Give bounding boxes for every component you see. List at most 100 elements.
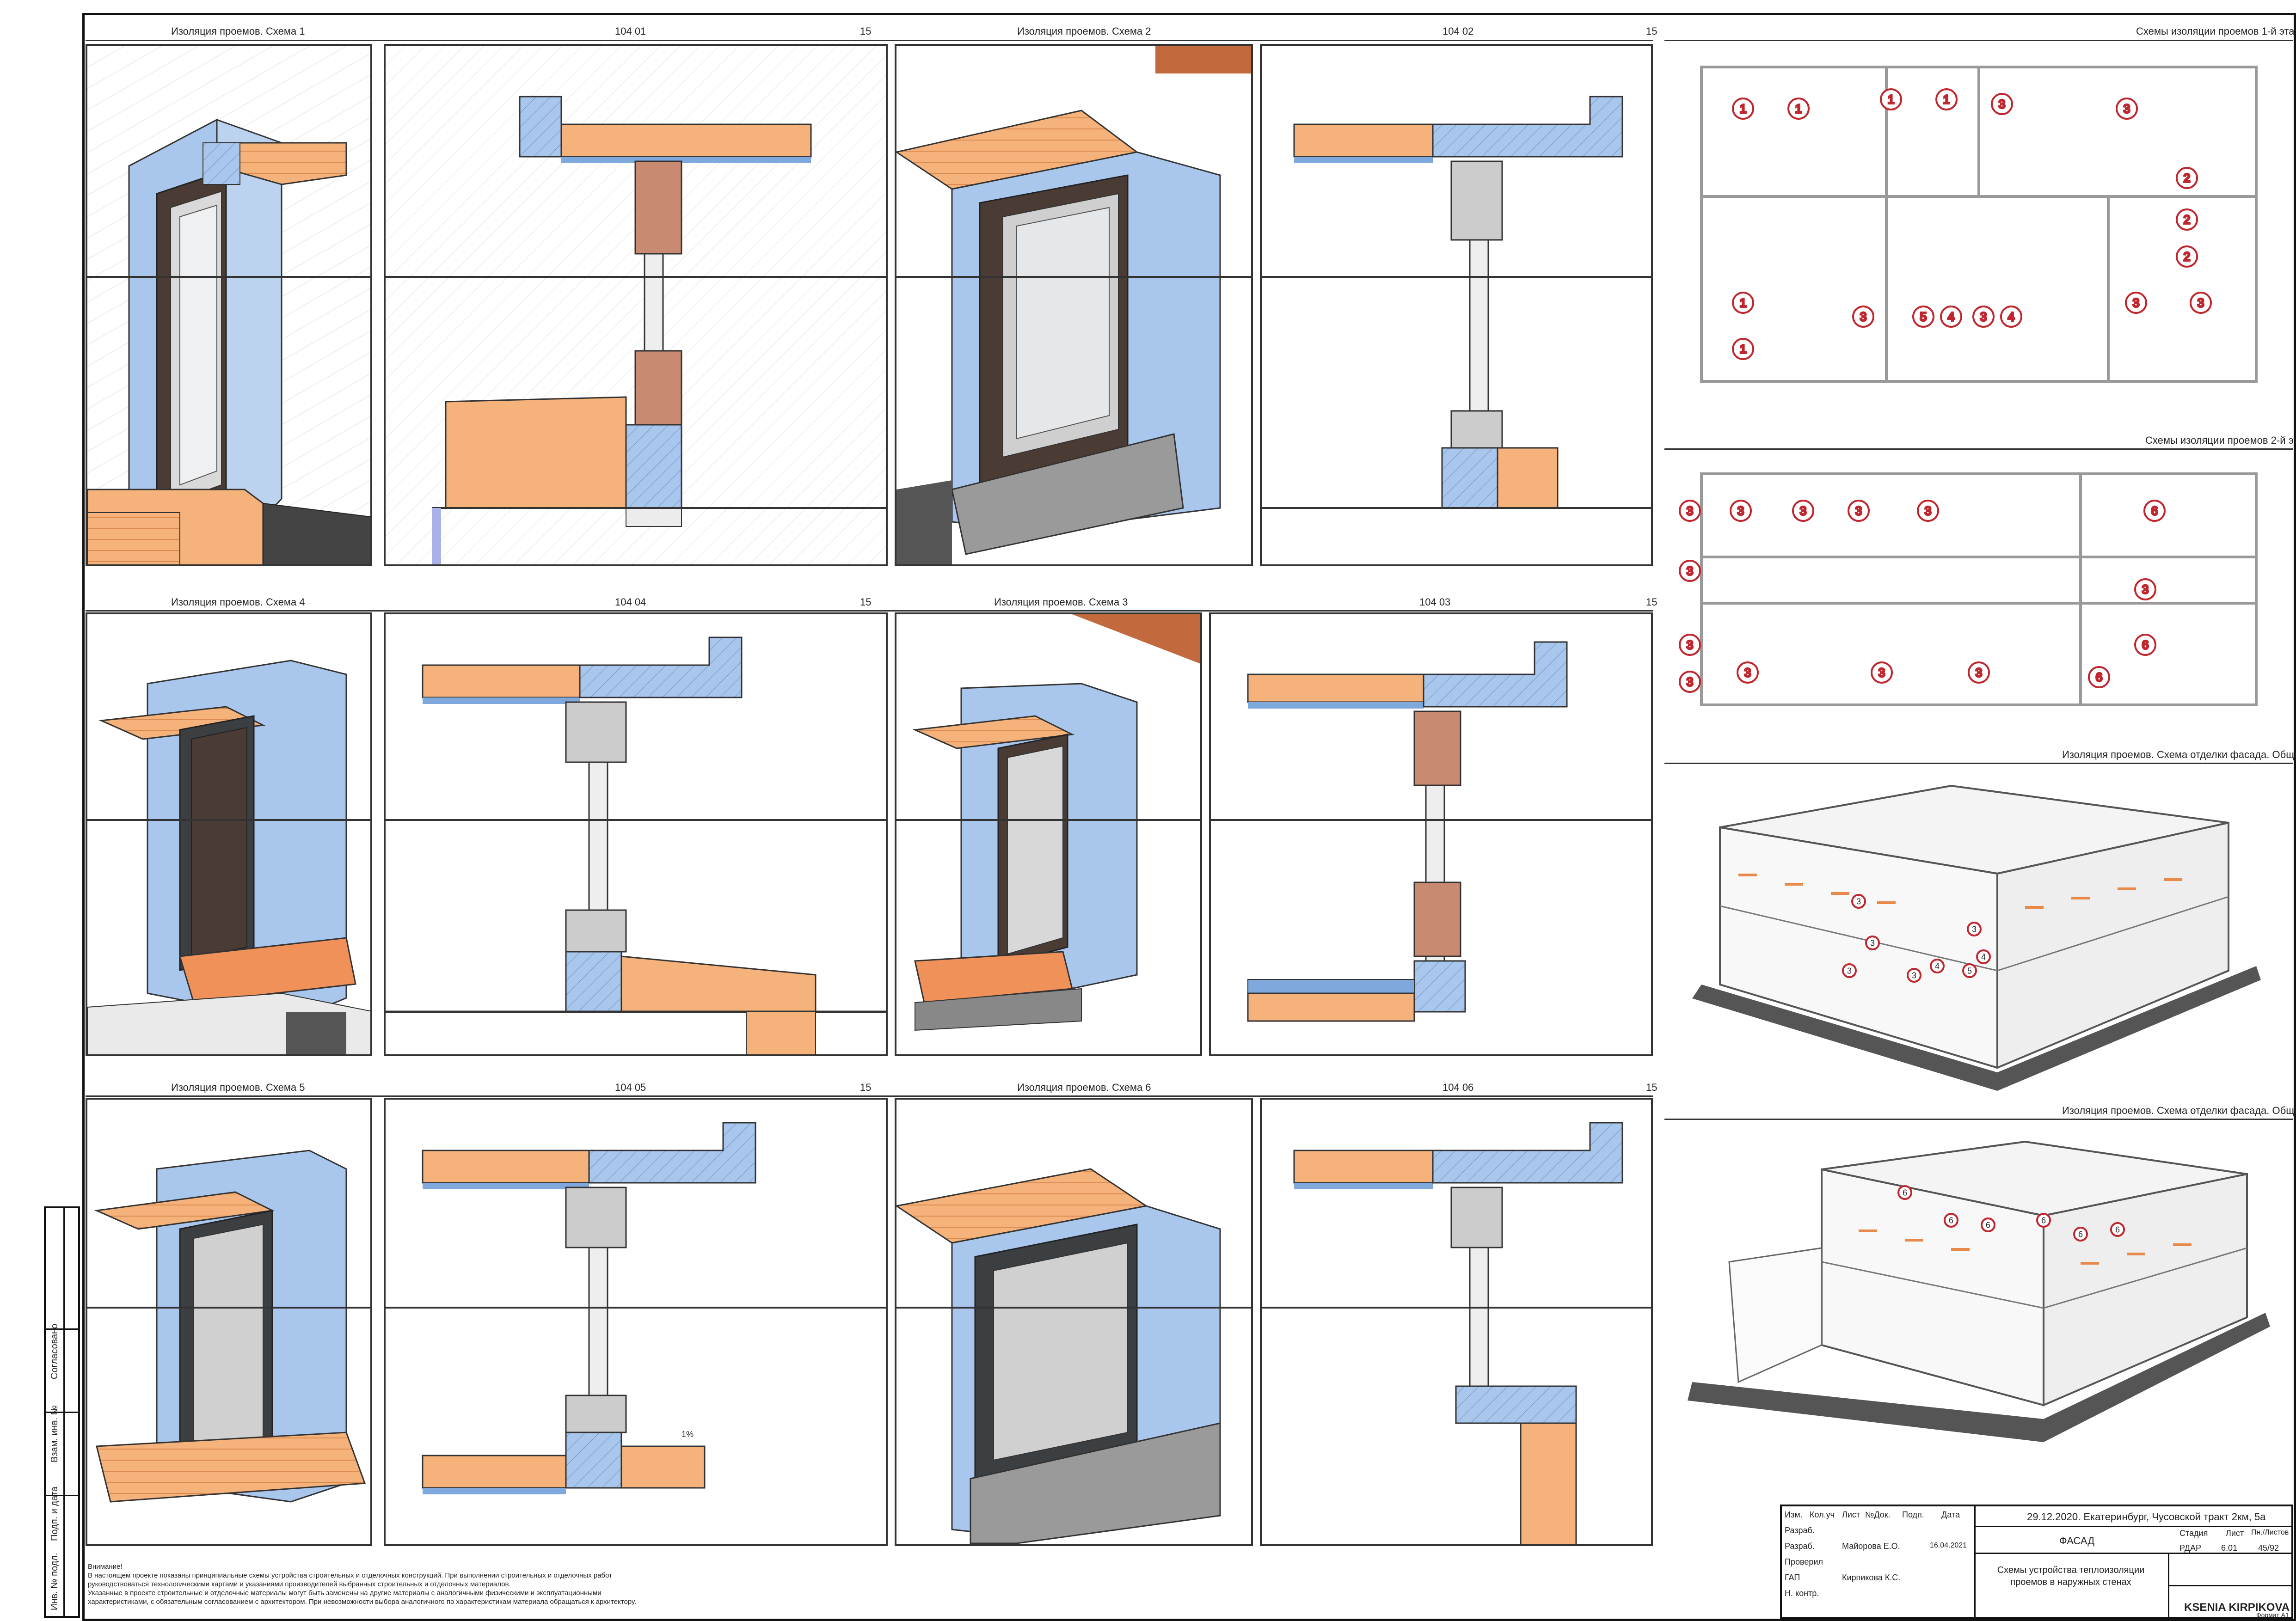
- title-block: Изм. Кол.уч Лист №Док. Подп. Дата Разраб…: [1780, 1505, 2293, 1619]
- section-104-01: [384, 44, 888, 566]
- tb-h-list: Лист: [1842, 1510, 1860, 1519]
- scale-6: 15: [1646, 1082, 1658, 1093]
- opening-marker-label: 3: [1744, 666, 1751, 679]
- tb-date: 16.04.2021: [1930, 1541, 1967, 1549]
- opening-marker: [1679, 671, 1701, 693]
- opening-marker: [1679, 500, 1701, 522]
- scale-2: 15: [1646, 25, 1658, 37]
- opening-marker: [1852, 306, 1874, 328]
- window-sill: [1785, 883, 1803, 886]
- opening-marker: [2088, 666, 2110, 688]
- view1-title: Изоляция проемов. Схема отделки фасада. …: [2062, 749, 2296, 760]
- detail-title-1: Изоляция проемов. Схема 1: [171, 25, 305, 37]
- section-104-05: 1%: [384, 1098, 888, 1546]
- opening-marker: [1917, 500, 1939, 522]
- opening-marker-label: 3: [1925, 504, 1931, 518]
- section-code-3: 104 03: [1419, 596, 1451, 608]
- section-code-5: 104 05: [615, 1082, 646, 1093]
- opening-marker: [1848, 500, 1870, 522]
- opening-marker: [2190, 292, 2212, 314]
- window-sill: [1831, 892, 1849, 895]
- tb-address: 29.12.2020. Екатеринбург, Чусовской трак…: [2027, 1511, 2266, 1523]
- scale-4: 15: [860, 596, 872, 608]
- opening-marker: [1968, 661, 1990, 684]
- opening-marker: [1792, 500, 1814, 522]
- opening-marker-label: 3: [1847, 966, 1852, 975]
- opening-marker-label: 3: [1687, 638, 1693, 652]
- scale-1: 15: [860, 25, 872, 37]
- scale-5: 15: [860, 1082, 872, 1093]
- scale-3: 15: [1646, 596, 1658, 608]
- tb-total: 45/92: [2258, 1543, 2279, 1553]
- window-sill: [2071, 897, 2090, 899]
- opening-marker: [2134, 634, 2156, 656]
- window-sill: [2127, 1253, 2145, 1255]
- opening-marker-label: 3: [1980, 310, 1987, 324]
- opening-marker-label: 3: [2142, 582, 2149, 596]
- tb-role-1: Разраб.: [1785, 1526, 1815, 1535]
- opening-marker-label: 3: [2198, 296, 2204, 310]
- section-code-1: 104 01: [615, 25, 646, 37]
- opening-marker-label: 3: [2124, 102, 2130, 116]
- tb-h-kol: Кол.уч: [1810, 1510, 1835, 1519]
- tb-role-5: Н. контр.: [1785, 1589, 1819, 1598]
- opening-marker: [1871, 661, 1893, 684]
- opening-marker: [1679, 634, 1701, 656]
- opening-marker-label: 6: [2151, 504, 2158, 518]
- opening-marker: [2110, 1222, 2125, 1237]
- opening-marker: [1981, 1217, 1995, 1232]
- opening-marker: [2134, 578, 2156, 600]
- axo-scheme-2: [895, 44, 1253, 566]
- tb-company-logo: KSENIA KIRPIKOVA: [2184, 1601, 2290, 1614]
- window-sill: [1877, 901, 1896, 904]
- sheet-frame: [82, 13, 2296, 1621]
- opening-marker: [1930, 959, 1945, 973]
- tb-role-3: Проверил: [1785, 1557, 1823, 1566]
- tb-stage-header: Стадия: [2179, 1529, 2208, 1538]
- opening-marker: [1897, 1185, 1912, 1200]
- opening-marker: [1880, 88, 1902, 110]
- section-104-04: [384, 612, 888, 1056]
- window-sill: [2164, 878, 2182, 881]
- opening-marker-label: 6: [1903, 1188, 1907, 1197]
- tb-h-date: Дата: [1941, 1510, 1960, 1519]
- opening-marker: [1940, 306, 1962, 328]
- axo-scheme-3: [895, 612, 1202, 1056]
- opening-marker: [1787, 98, 1810, 120]
- format-label: Формат А1: [2256, 1611, 2289, 1619]
- opening-marker: [1737, 661, 1759, 684]
- opening-marker-label: 6: [2041, 1216, 2046, 1225]
- window-sill: [2173, 1243, 2192, 1246]
- stamp-sign-date: Подп. и дата: [49, 1486, 60, 1541]
- detail-title-3: Изоляция проемов. Схема 3: [994, 596, 1128, 608]
- opening-marker-label: 4: [1935, 961, 1940, 971]
- opening-marker: [2143, 500, 2166, 522]
- opening-marker-label: 3: [1860, 310, 1866, 324]
- opening-marker: [1991, 93, 2013, 115]
- opening-marker: [2073, 1227, 2088, 1242]
- tb-h-izm: Изм.: [1785, 1510, 1803, 1519]
- detail-title-4: Изоляция проемов. Схема 4: [171, 596, 305, 608]
- opening-marker: [1679, 560, 1701, 582]
- opening-marker-label: 1: [1943, 92, 1950, 106]
- opening-marker: [2125, 292, 2147, 314]
- axo-scheme-6: [895, 1098, 1253, 1546]
- tb-role-4: ГАП: [1785, 1573, 1800, 1582]
- opening-marker: [1944, 1213, 1958, 1228]
- tb-stage: РДАР: [2179, 1543, 2202, 1553]
- view3-title: Изоляция проемов. Схема отделки фасада. …: [2062, 1105, 2296, 1116]
- tb-total-header: Пн./Листов: [2251, 1529, 2289, 1536]
- opening-marker-label: 3: [1737, 504, 1744, 518]
- opening-marker: [1935, 88, 1958, 110]
- opening-marker-label: 6: [2096, 670, 2102, 684]
- tb-sheet-no: 6.01: [2221, 1543, 2238, 1553]
- opening-marker-label: 4: [2008, 310, 2014, 324]
- opening-marker-label: 2: [2184, 250, 2190, 263]
- opening-marker: [2176, 208, 2198, 231]
- slope-mark: 1%: [681, 1430, 694, 1439]
- opening-marker: [1962, 963, 1977, 978]
- section-104-06: [1260, 1098, 1653, 1546]
